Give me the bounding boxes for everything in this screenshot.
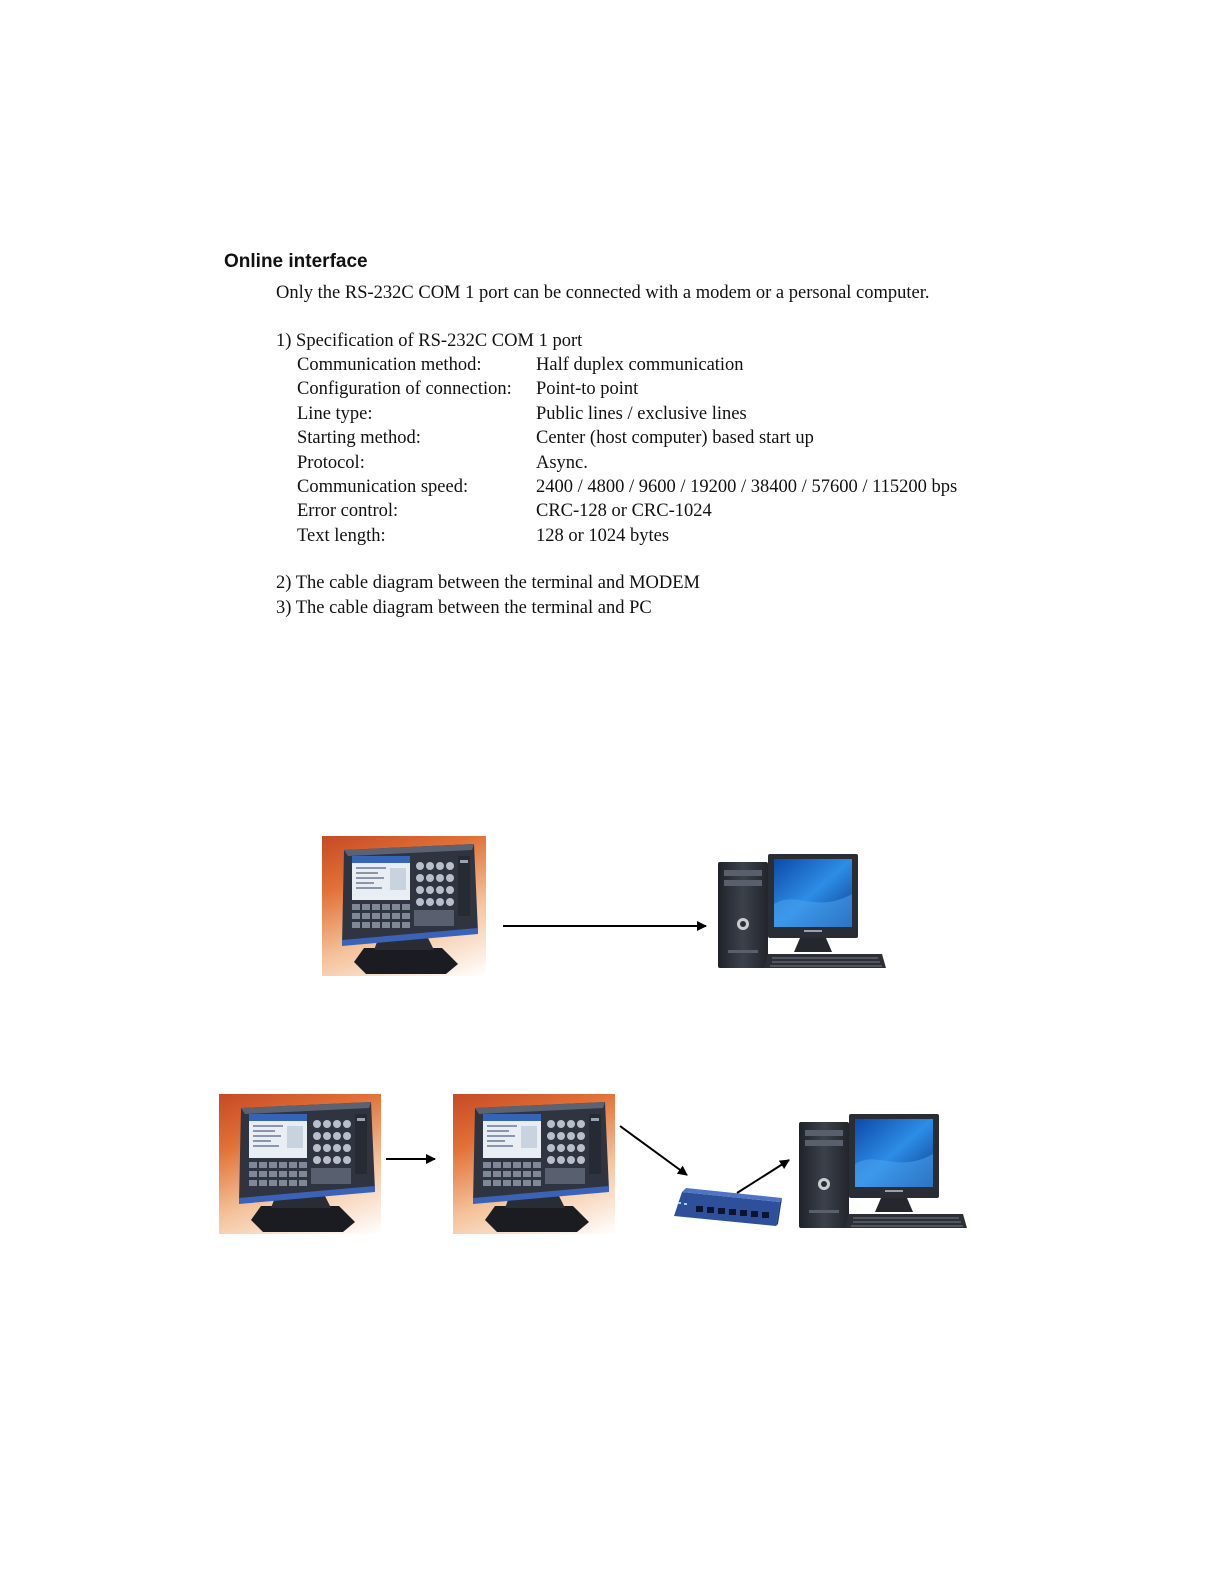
arrow-right-icon <box>386 1154 436 1164</box>
item-2-modem-diagram: 2) The cable diagram between the termina… <box>276 573 700 593</box>
desktop-pc-icon <box>797 1114 969 1234</box>
arrow-down-right-icon <box>619 1125 688 1176</box>
spec-label: Error control: <box>297 501 399 522</box>
section-heading: Online interface <box>224 251 368 272</box>
spec-title: 1) Specification of RS-232C COM 1 port <box>276 331 583 351</box>
pos-terminal-icon <box>453 1094 615 1234</box>
spec-label: Configuration of connection: <box>297 379 512 400</box>
desktop-pc-icon <box>716 854 888 974</box>
spec-label: Protocol: <box>297 452 365 473</box>
spec-label: Communication method: <box>297 355 482 375</box>
spec-value: 2400 / 4800 / 9600 / 19200 / 38400 / 576… <box>536 476 958 497</box>
pos-terminal-icon <box>219 1094 381 1234</box>
arrow-right-icon <box>503 921 707 931</box>
spec-label: Text length: <box>297 525 386 546</box>
spec-label: Line type: <box>297 403 373 424</box>
spec-value: Center (host computer) based start up <box>536 428 814 449</box>
arrow-up-right-icon <box>736 1159 790 1194</box>
spec-value: Async. <box>536 452 588 473</box>
item-3-pc-diagram: 3) The cable diagram between the termina… <box>276 598 652 618</box>
spec-label: Starting method: <box>297 428 421 449</box>
spec-value: Public lines / exclusive lines <box>536 403 747 424</box>
spec-value: Half duplex communication <box>536 355 744 375</box>
spec-value: 128 or 1024 bytes <box>536 525 670 546</box>
intro-paragraph: Only the RS-232C COM 1 port can be conne… <box>276 283 930 303</box>
spec-value: CRC-128 or CRC-1024 <box>536 501 712 522</box>
spec-value: Point-to point <box>536 379 639 400</box>
spec-label: Communication speed: <box>297 476 469 497</box>
pos-terminal-icon <box>322 836 486 976</box>
